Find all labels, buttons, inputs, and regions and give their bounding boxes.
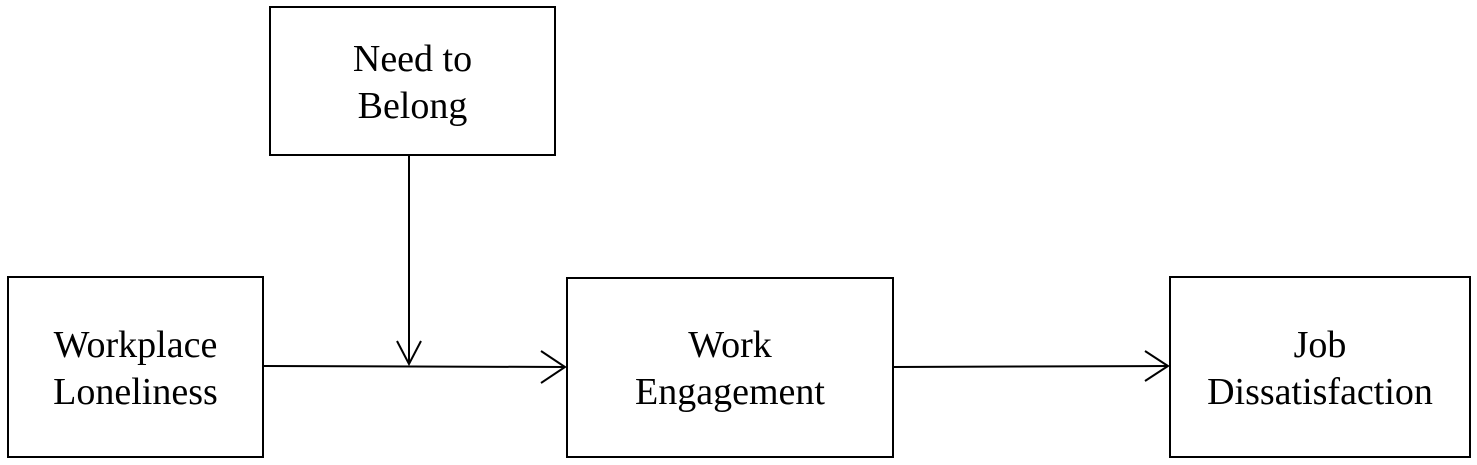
- need-to-belong-box: Need to Belong: [269, 6, 556, 156]
- workplace-loneliness-label: Workplace Loneliness: [53, 322, 218, 416]
- need-to-belong-line-2: Belong: [357, 85, 468, 127]
- need-to-belong-label: Need to Belong: [353, 36, 472, 130]
- job-dissatisfaction-line-1: Job: [1293, 324, 1347, 366]
- need-to-belong-line-1: Need to: [352, 38, 473, 80]
- arrow-engagement-to-dissatisfaction: [893, 350, 1170, 382]
- job-dissatisfaction-box: Job Dissatisfaction: [1169, 276, 1471, 458]
- work-engagement-line-1: Work: [688, 323, 772, 366]
- workplace-loneliness-line-2: Loneliness: [53, 370, 218, 413]
- job-dissatisfaction-label: Job Dissatisfaction: [1207, 322, 1433, 416]
- work-engagement-box: Work Engagement: [566, 277, 894, 458]
- work-engagement-label: Work Engagement: [635, 322, 825, 416]
- workplace-loneliness-line-1: Workplace: [53, 323, 218, 366]
- workplace-loneliness-box: Workplace Loneliness: [7, 276, 264, 458]
- arrow-loneliness-to-engagement: [263, 350, 567, 384]
- arrow-need-to-belong-moderation: [396, 156, 422, 367]
- work-engagement-line-2: Engagement: [635, 370, 825, 413]
- job-dissatisfaction-line-2: Dissatisfaction: [1207, 371, 1433, 413]
